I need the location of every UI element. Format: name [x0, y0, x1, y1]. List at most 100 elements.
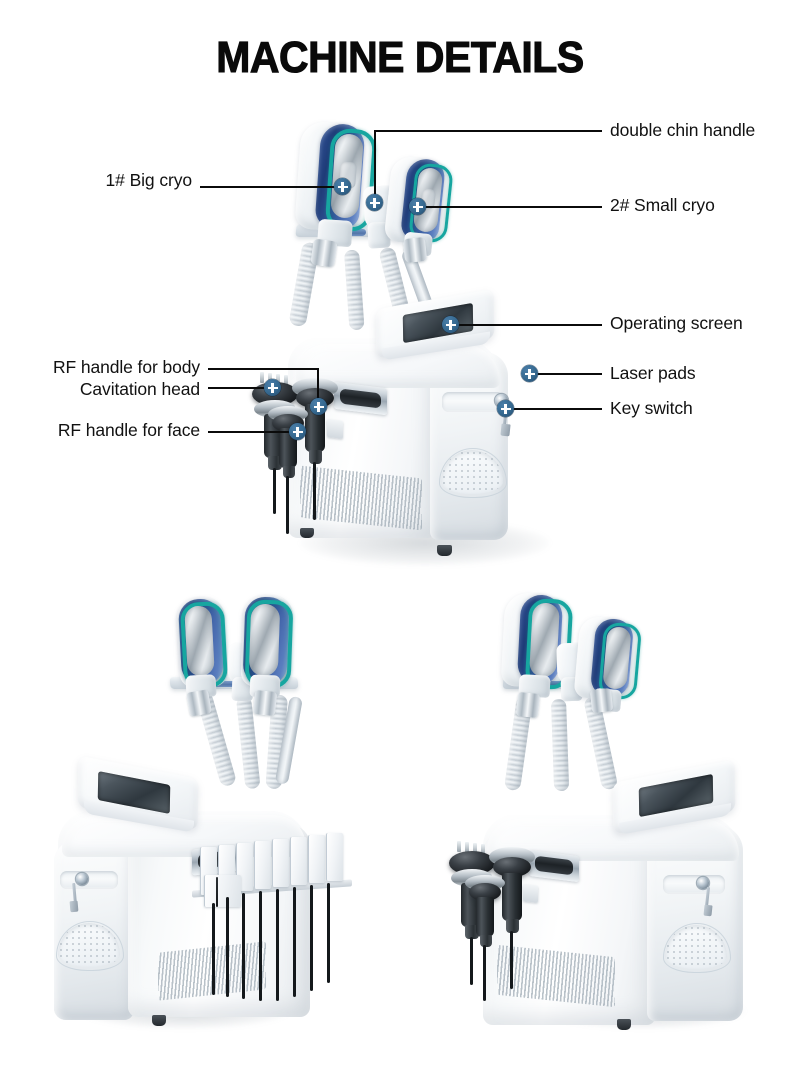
rf-body-pin-3	[276, 374, 280, 385]
br-rf-face-cable	[483, 945, 486, 1001]
laser-pad-cable	[293, 887, 296, 997]
leader-double-chin-handle-h	[374, 130, 602, 132]
br-rf-body-cable	[470, 937, 473, 985]
chassis-foot-front	[300, 528, 314, 538]
marker-operating-screen[interactable]	[442, 316, 459, 333]
laser-pad-cable	[310, 885, 313, 991]
marker-cavitation-head[interactable]	[264, 379, 281, 396]
main-machine-illustration	[252, 120, 550, 566]
bl-cryo-handle-b	[236, 593, 312, 698]
br-cavitation-head	[489, 847, 541, 993]
bl-cryo-a-window	[184, 605, 215, 677]
key-head	[500, 423, 511, 437]
br-rf-handle-for-face	[465, 875, 517, 1007]
br-cavitation-grip-tip	[506, 919, 519, 933]
br-rf-body-pin-3	[473, 843, 477, 854]
rf-body-pin-2	[268, 373, 272, 384]
rf-face-grip-tip	[283, 466, 295, 478]
laser-pad-cable	[259, 891, 262, 1001]
laser-pad-cable	[242, 893, 245, 999]
laser-pad[interactable]	[272, 839, 289, 887]
br-cavitation-cable	[510, 931, 513, 989]
bl-key-switch-plate	[60, 871, 118, 889]
page-title: MACHINE DETAILS	[216, 33, 585, 82]
chassis-foot-right	[437, 545, 452, 556]
br-big-cryo-collar	[515, 691, 541, 719]
br-rf-body-pin-2	[465, 842, 469, 853]
rf-body-cable	[273, 468, 276, 514]
laser-pad[interactable]	[290, 837, 307, 885]
leader-key-switch	[505, 408, 602, 410]
marker-big-cryo[interactable]	[334, 178, 351, 195]
br-cavitation-grip	[502, 873, 522, 921]
leader-big-cryo	[200, 186, 342, 188]
rf-body-grip-tip	[268, 456, 282, 470]
marker-rf-handle-face[interactable]	[289, 423, 306, 440]
br-rf-face-head	[469, 883, 501, 901]
leader-laser-pads	[529, 373, 602, 375]
br-chassis-foot	[617, 1019, 631, 1030]
label-cavitation-head: Cavitation head	[79, 379, 200, 399]
label-double-chin-handle: double chin handle	[610, 120, 756, 140]
br-cryo-hose-2	[551, 698, 570, 792]
leader-small-cryo	[417, 206, 602, 208]
key-switch-plate	[442, 392, 504, 412]
label-operating-screen: Operating screen	[610, 313, 743, 333]
cavitation-cable	[313, 462, 316, 520]
label-big-cryo: 1# Big cryo	[105, 170, 193, 190]
rf-body-pin-4	[284, 375, 288, 386]
leader-rf-handle-body-v	[317, 368, 319, 405]
leader-rf-handle-body-h	[208, 368, 319, 370]
laser-pad-cable	[212, 903, 215, 995]
laser-pad-cable	[276, 889, 279, 1001]
br-rf-face-grip	[476, 897, 494, 937]
cavitation-grip	[305, 404, 325, 452]
br-key-switch-cylinder[interactable]	[697, 877, 709, 889]
cavitation-grip-tip	[309, 450, 322, 464]
br-rf-body-pin-4	[481, 844, 485, 855]
leader-cavitation-head	[208, 387, 272, 389]
bl-cryo-b-collar	[252, 689, 278, 717]
small-cryo-chrome-collar	[402, 236, 428, 264]
bl-key-head	[69, 900, 79, 913]
bl-cryo-b-window	[248, 603, 281, 677]
marker-laser-pads[interactable]	[521, 365, 538, 382]
bl-key-switch-cylinder[interactable]	[76, 873, 88, 885]
leader-operating-screen	[450, 324, 602, 326]
bl-chassis-foot	[152, 1015, 166, 1026]
label-rf-handle-face: RF handle for face	[57, 420, 200, 440]
rf-face-cable	[286, 476, 289, 534]
laser-pad-cable	[327, 883, 330, 983]
label-small-cryo: 2# Small cryo	[610, 195, 715, 215]
small-cryo-handle	[383, 154, 464, 257]
br-rf-body-grip-tip	[465, 925, 479, 939]
br-key-head	[703, 904, 713, 917]
marker-double-chin-handle[interactable]	[366, 194, 383, 211]
bottom-left-machine-illustration	[40, 585, 380, 1045]
big-cryo-chrome-collar	[310, 238, 338, 268]
br-rf-face-grip-tip	[480, 935, 492, 947]
laser-pad[interactable]	[254, 841, 271, 889]
br-cavitation-head-dome	[493, 857, 531, 877]
rf-body-pin-1	[260, 372, 264, 383]
br-big-cryo-window	[529, 602, 560, 678]
leader-double-chin-handle-v	[374, 130, 376, 202]
bl-cryo-a-collar	[186, 689, 212, 717]
marker-rf-handle-body[interactable]	[310, 398, 327, 415]
laser-pad-front[interactable]	[204, 875, 241, 907]
bottom-right-machine-illustration	[425, 585, 765, 1045]
br-rf-body-pin-1	[457, 841, 461, 852]
cryo-hose-2	[344, 249, 365, 331]
laser-pad-cable	[226, 897, 229, 997]
laser-pad-front-stripe	[216, 877, 218, 907]
br-small-cryo-collar	[589, 687, 614, 714]
label-rf-handle-body: RF handle for body	[52, 357, 200, 377]
label-key-switch: Key switch	[610, 398, 693, 418]
marker-small-cryo[interactable]	[409, 198, 426, 215]
laser-pad[interactable]	[308, 835, 325, 883]
leader-rf-handle-face	[208, 431, 297, 433]
marker-key-switch[interactable]	[497, 400, 514, 417]
br-small-cryo-handle	[573, 615, 651, 713]
laser-pad[interactable]	[326, 833, 343, 881]
label-laser-pads: Laser pads	[610, 363, 696, 383]
